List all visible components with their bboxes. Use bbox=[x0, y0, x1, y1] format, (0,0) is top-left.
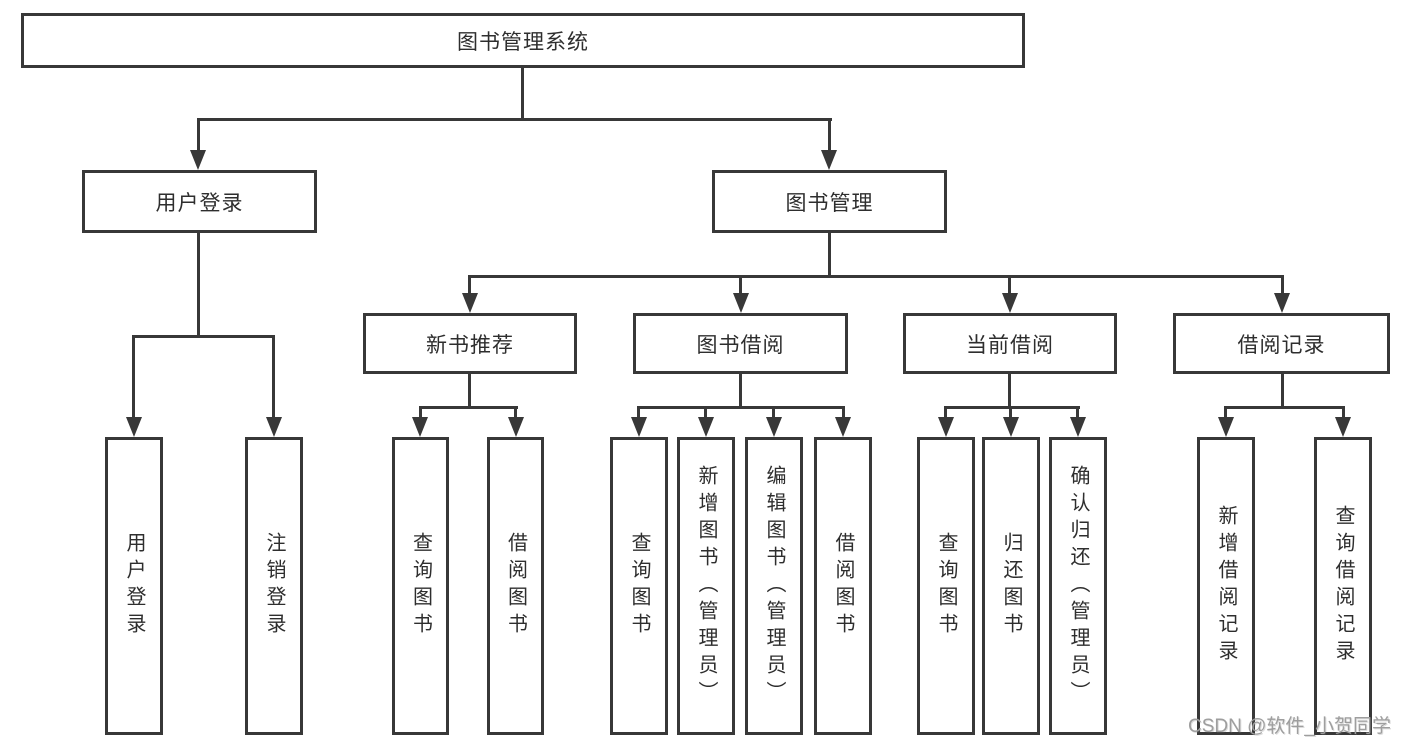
node-leaf-edit-book-admin: 编辑图书（管理员） bbox=[745, 437, 803, 735]
connector-line bbox=[1281, 275, 1284, 297]
node-leaf-query-borrow-record: 查询借阅记录 bbox=[1314, 437, 1372, 735]
arrowhead-icon bbox=[733, 293, 749, 313]
connector-line bbox=[197, 118, 832, 121]
connector-line bbox=[828, 118, 831, 154]
arrowhead-icon bbox=[1335, 417, 1351, 437]
connector-line bbox=[197, 233, 200, 338]
arrowhead-icon bbox=[835, 417, 851, 437]
connector-line bbox=[419, 406, 518, 409]
connector-line bbox=[197, 118, 200, 154]
node-leaf-add-borrow-record: 新增借阅记录 bbox=[1197, 437, 1255, 735]
connector-line bbox=[468, 374, 471, 409]
node-new-book-recommend: 新书推荐 bbox=[363, 313, 577, 374]
leaf-label: 借阅图书 bbox=[504, 532, 527, 640]
connector-line bbox=[132, 335, 275, 338]
connector-line bbox=[468, 275, 471, 297]
node-borrowing-records-label: 借阅记录 bbox=[1237, 333, 1326, 357]
arrowhead-icon bbox=[508, 417, 524, 437]
connector-line bbox=[704, 406, 707, 421]
leaf-label: 编辑图书（管理员） bbox=[763, 464, 785, 708]
arrowhead-icon bbox=[1218, 417, 1234, 437]
arrowhead-icon bbox=[631, 417, 647, 437]
arrowhead-icon bbox=[821, 150, 837, 170]
node-leaf-query-book-borrow: 查询图书 bbox=[610, 437, 668, 735]
connector-line bbox=[468, 275, 1284, 278]
connector-line bbox=[828, 233, 831, 278]
connector-line bbox=[637, 406, 640, 421]
connector-line bbox=[1008, 374, 1011, 409]
connector-line bbox=[1008, 275, 1011, 297]
connector-line bbox=[1281, 374, 1284, 409]
node-book-borrowing-label: 图书借阅 bbox=[696, 333, 785, 357]
node-book-borrowing: 图书借阅 bbox=[633, 313, 848, 374]
node-leaf-query-book-current: 查询图书 bbox=[917, 437, 975, 735]
arrowhead-icon bbox=[266, 417, 282, 437]
connector-line bbox=[1224, 406, 1227, 421]
node-root: 图书管理系统 bbox=[21, 13, 1025, 68]
node-user-login-label: 用户登录 bbox=[155, 191, 244, 215]
node-book-management: 图书管理 bbox=[712, 170, 947, 233]
connector-line bbox=[272, 335, 275, 421]
arrowhead-icon bbox=[126, 417, 142, 437]
arrowhead-icon bbox=[190, 150, 206, 170]
node-leaf-add-book-admin: 新增图书（管理员） bbox=[677, 437, 735, 735]
leaf-label: 注销登录 bbox=[263, 532, 285, 640]
leaf-label: 用户登录 bbox=[123, 532, 145, 640]
connector-line bbox=[1342, 406, 1345, 421]
arrowhead-icon bbox=[412, 417, 428, 437]
leaf-label: 确认归还（管理员） bbox=[1067, 464, 1089, 708]
node-current-borrowing-label: 当前借阅 bbox=[966, 333, 1054, 357]
leaf-label: 查询图书 bbox=[628, 532, 650, 640]
node-leaf-user-login: 用户登录 bbox=[105, 437, 163, 735]
arrowhead-icon bbox=[698, 417, 714, 437]
connector-line bbox=[521, 68, 524, 121]
connector-line bbox=[944, 406, 1080, 409]
connector-line bbox=[132, 335, 135, 421]
node-user-login: 用户登录 bbox=[82, 170, 317, 233]
node-new-book-recommend-label: 新书推荐 bbox=[426, 333, 514, 357]
node-leaf-logout: 注销登录 bbox=[245, 437, 303, 735]
node-root-label: 图书管理系统 bbox=[457, 30, 589, 54]
leaf-label: 借阅图书 bbox=[832, 532, 854, 640]
arrowhead-icon bbox=[766, 417, 782, 437]
connector-line bbox=[739, 275, 742, 297]
node-leaf-borrow-book-recommend: 借阅图书 bbox=[487, 437, 544, 735]
arrowhead-icon bbox=[938, 417, 954, 437]
arrowhead-icon bbox=[462, 293, 478, 313]
connector-line bbox=[944, 406, 947, 421]
connector-line bbox=[1224, 406, 1345, 409]
connector-line bbox=[637, 406, 845, 409]
node-leaf-query-book-recommend: 查询图书 bbox=[392, 437, 449, 735]
arrowhead-icon bbox=[1002, 293, 1018, 313]
node-current-borrowing: 当前借阅 bbox=[903, 313, 1117, 374]
node-leaf-confirm-return-admin: 确认归还（管理员） bbox=[1049, 437, 1107, 735]
leaf-label: 查询借阅记录 bbox=[1332, 505, 1354, 667]
arrowhead-icon bbox=[1274, 293, 1290, 313]
node-leaf-borrow-book-borrow: 借阅图书 bbox=[814, 437, 872, 735]
arrowhead-icon bbox=[1003, 417, 1019, 437]
arrowhead-icon bbox=[1070, 417, 1086, 437]
leaf-label: 新增图书（管理员） bbox=[695, 464, 717, 708]
connector-line bbox=[739, 374, 742, 409]
connector-line bbox=[514, 406, 517, 421]
connector-line bbox=[419, 406, 422, 421]
node-borrowing-records: 借阅记录 bbox=[1173, 313, 1390, 374]
node-leaf-return-book: 归还图书 bbox=[982, 437, 1040, 735]
connector-line bbox=[1009, 406, 1012, 421]
connector-line bbox=[842, 406, 845, 421]
leaf-label: 归还图书 bbox=[1000, 532, 1022, 640]
connector-line bbox=[1076, 406, 1079, 421]
watermark: CSDN @软件_小贺同学 bbox=[1188, 716, 1391, 737]
leaf-label: 新增借阅记录 bbox=[1215, 505, 1237, 667]
node-book-management-label: 图书管理 bbox=[785, 191, 874, 215]
leaf-label: 查询图书 bbox=[935, 532, 957, 640]
connector-line bbox=[772, 406, 775, 421]
leaf-label: 查询图书 bbox=[409, 532, 432, 640]
